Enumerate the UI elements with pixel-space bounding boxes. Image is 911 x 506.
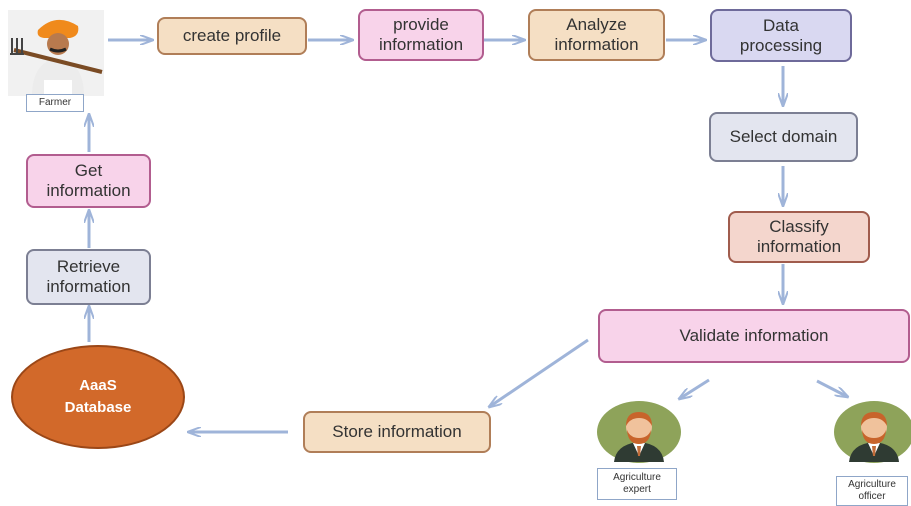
aaas-database-node: AaaS Database bbox=[11, 345, 185, 449]
arrow-validate-to-store bbox=[489, 338, 589, 407]
data-processing-node: Data processing bbox=[710, 9, 852, 62]
provide-information-node: provide information bbox=[358, 9, 484, 61]
validate-information-node: Validate information bbox=[598, 309, 910, 363]
analyze-information-node: Analyze information bbox=[528, 9, 665, 61]
farmer-caption: Farmer bbox=[26, 94, 84, 112]
expert-caption: Agriculture expert bbox=[597, 468, 677, 500]
store-information-node: Store information bbox=[303, 411, 491, 453]
expert-avatar-icon bbox=[596, 400, 682, 464]
farmer-icon bbox=[8, 10, 104, 96]
officer-caption: Agriculture officer bbox=[836, 476, 908, 506]
get-information-node: Get information bbox=[26, 154, 151, 208]
retrieve-information-node: Retrieve information bbox=[26, 249, 151, 305]
officer-avatar-icon bbox=[832, 400, 911, 464]
create-profile-node: create profile bbox=[157, 17, 307, 55]
arrow-validate-to-officer bbox=[816, 379, 848, 397]
arrow-validate-to-expert bbox=[679, 378, 710, 399]
classify-information-node: Classify information bbox=[728, 211, 870, 263]
select-domain-node: Select domain bbox=[709, 112, 858, 162]
